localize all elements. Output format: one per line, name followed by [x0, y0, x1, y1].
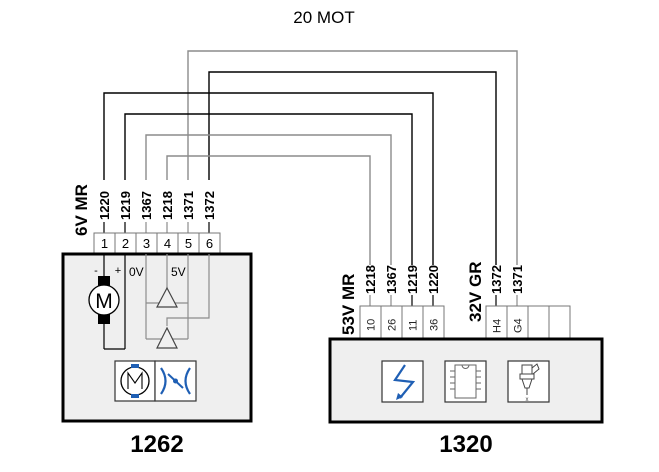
motor-circuit: M - + 0V 5V: [88, 254, 186, 350]
motor-minus: -: [94, 265, 98, 277]
ecu-chip-icon: [444, 360, 487, 403]
motor-icon: [114, 360, 156, 402]
wire-label: 1220: [97, 191, 112, 220]
left-wire-stubs: [103, 222, 210, 233]
left-pin-block: 1 2 3 4 5 6: [93, 232, 221, 254]
right-pin-block-53v: 10 26 11 36: [359, 305, 445, 339]
right-pin-block-32v: H4 G4: [485, 305, 571, 339]
wire-label: 1218: [363, 265, 378, 294]
connector-label-53v-mr: 53V MR: [339, 274, 358, 335]
pin-number: 1: [101, 236, 108, 251]
wire-label: 1371: [181, 191, 196, 220]
position-sensor-circuit: [145, 254, 210, 349]
wire-label: 1367: [384, 265, 399, 294]
injector-icon: x: [507, 360, 550, 403]
left-connector-labels: 6V MR 1220 1219 1367 1218 1371 1372: [72, 184, 217, 236]
pin-number: 36: [429, 319, 441, 331]
right-wire-stubs: [369, 295, 518, 306]
motor-brush-top: [98, 276, 110, 286]
wire-label: 1367: [139, 191, 154, 220]
pin-number: G4: [513, 318, 525, 333]
component-1320: x: [328, 337, 604, 424]
pin-number: H4: [492, 319, 504, 333]
pin-number: 10: [366, 319, 378, 331]
wire-label: 1220: [426, 265, 441, 294]
diagram-title: 20 MOT: [293, 8, 354, 27]
throttle-valve-icon: [154, 360, 197, 402]
motor-symbol: [88, 284, 120, 316]
wire-label: 1372: [489, 265, 504, 294]
motor-plus: +: [115, 265, 121, 277]
motor-brush-bottom: [98, 314, 110, 324]
pin-number: 3: [143, 236, 150, 251]
pin-cell: [527, 305, 550, 339]
wire-1371: [187, 50, 518, 265]
pin-number: 26: [387, 319, 399, 331]
connector-label-32v-gr: 32V GR: [466, 262, 485, 322]
right-connector-labels: 53V MR 1218 1367 1219 1220 32V GR 1372 1…: [339, 262, 525, 335]
wire-label: 1372: [202, 191, 217, 220]
wire-1367: [145, 134, 392, 265]
component-1262: M - + 0V 5V: [61, 252, 253, 423]
component-id-1320: 1320: [439, 431, 492, 458]
pin-cell: [548, 305, 571, 339]
label-0v: 0V: [129, 265, 144, 279]
pin-number: 11: [408, 320, 420, 331]
sensor-triangle-top: [156, 286, 178, 308]
label-5v: 5V: [171, 265, 186, 279]
wire-1218: [166, 155, 371, 265]
wire-label: 1219: [405, 265, 420, 294]
svg-text:x: x: [526, 397, 529, 403]
wire-label: 1371: [510, 265, 525, 294]
pin-number: 2: [122, 236, 129, 251]
component-box: [61, 252, 253, 423]
ignition-spark-icon: [381, 360, 424, 403]
wire-1220: [103, 92, 434, 265]
wire-label: 1219: [118, 191, 133, 220]
pin-number: 6: [206, 236, 213, 251]
pin-number: 5: [185, 236, 192, 251]
wire-1219: [124, 113, 413, 265]
wire-1372: [208, 71, 497, 265]
motor-label: M: [95, 290, 113, 313]
wire-harness: [103, 50, 518, 265]
wire-label: 1218: [160, 191, 175, 220]
sensor-triangle-bottom: [156, 326, 178, 349]
pin-number: 4: [164, 236, 171, 251]
left-connector-label: 6V MR: [72, 184, 91, 236]
component-id-1262: 1262: [130, 431, 183, 458]
